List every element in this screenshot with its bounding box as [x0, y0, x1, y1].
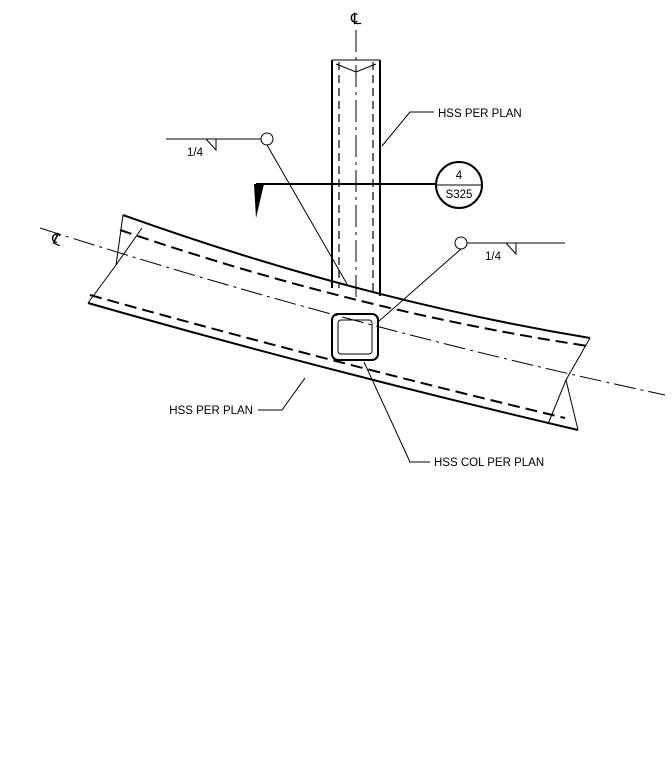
leader-hss-top: HSS PER PLAN: [381, 108, 522, 147]
section-callout-sheet: S325: [446, 189, 473, 201]
label-hss-top: HSS PER PLAN: [438, 108, 522, 120]
hss-column-elevation: [331, 59, 381, 296]
curved-hss-beam: [87, 214, 591, 431]
weld-size-left: 1/4: [187, 147, 204, 159]
beam-centerline-symbol: ℄: [47, 230, 65, 250]
weld-size-right: 1/4: [485, 251, 502, 263]
section-callout-number: 4: [456, 170, 463, 182]
leader-hss-col: HSS COL PER PLAN: [363, 361, 544, 469]
label-hss-col: HSS COL PER PLAN: [434, 457, 544, 469]
column-centerline: ℄: [350, 11, 362, 300]
leader-hss-bottom: HSS PER PLAN: [169, 377, 306, 417]
section-cut-line: [254, 183, 436, 218]
label-hss-bottom: HSS PER PLAN: [169, 405, 253, 417]
section-cut-arrow-icon: [254, 184, 264, 218]
section-callout: 4 S325: [435, 161, 483, 209]
weld-symbol-left: 1/4: [166, 132, 348, 285]
hss-column-section: [331, 313, 379, 361]
weld-symbol-right: 1/4: [377, 236, 565, 323]
column-centerline-symbol: ℄: [350, 11, 362, 28]
